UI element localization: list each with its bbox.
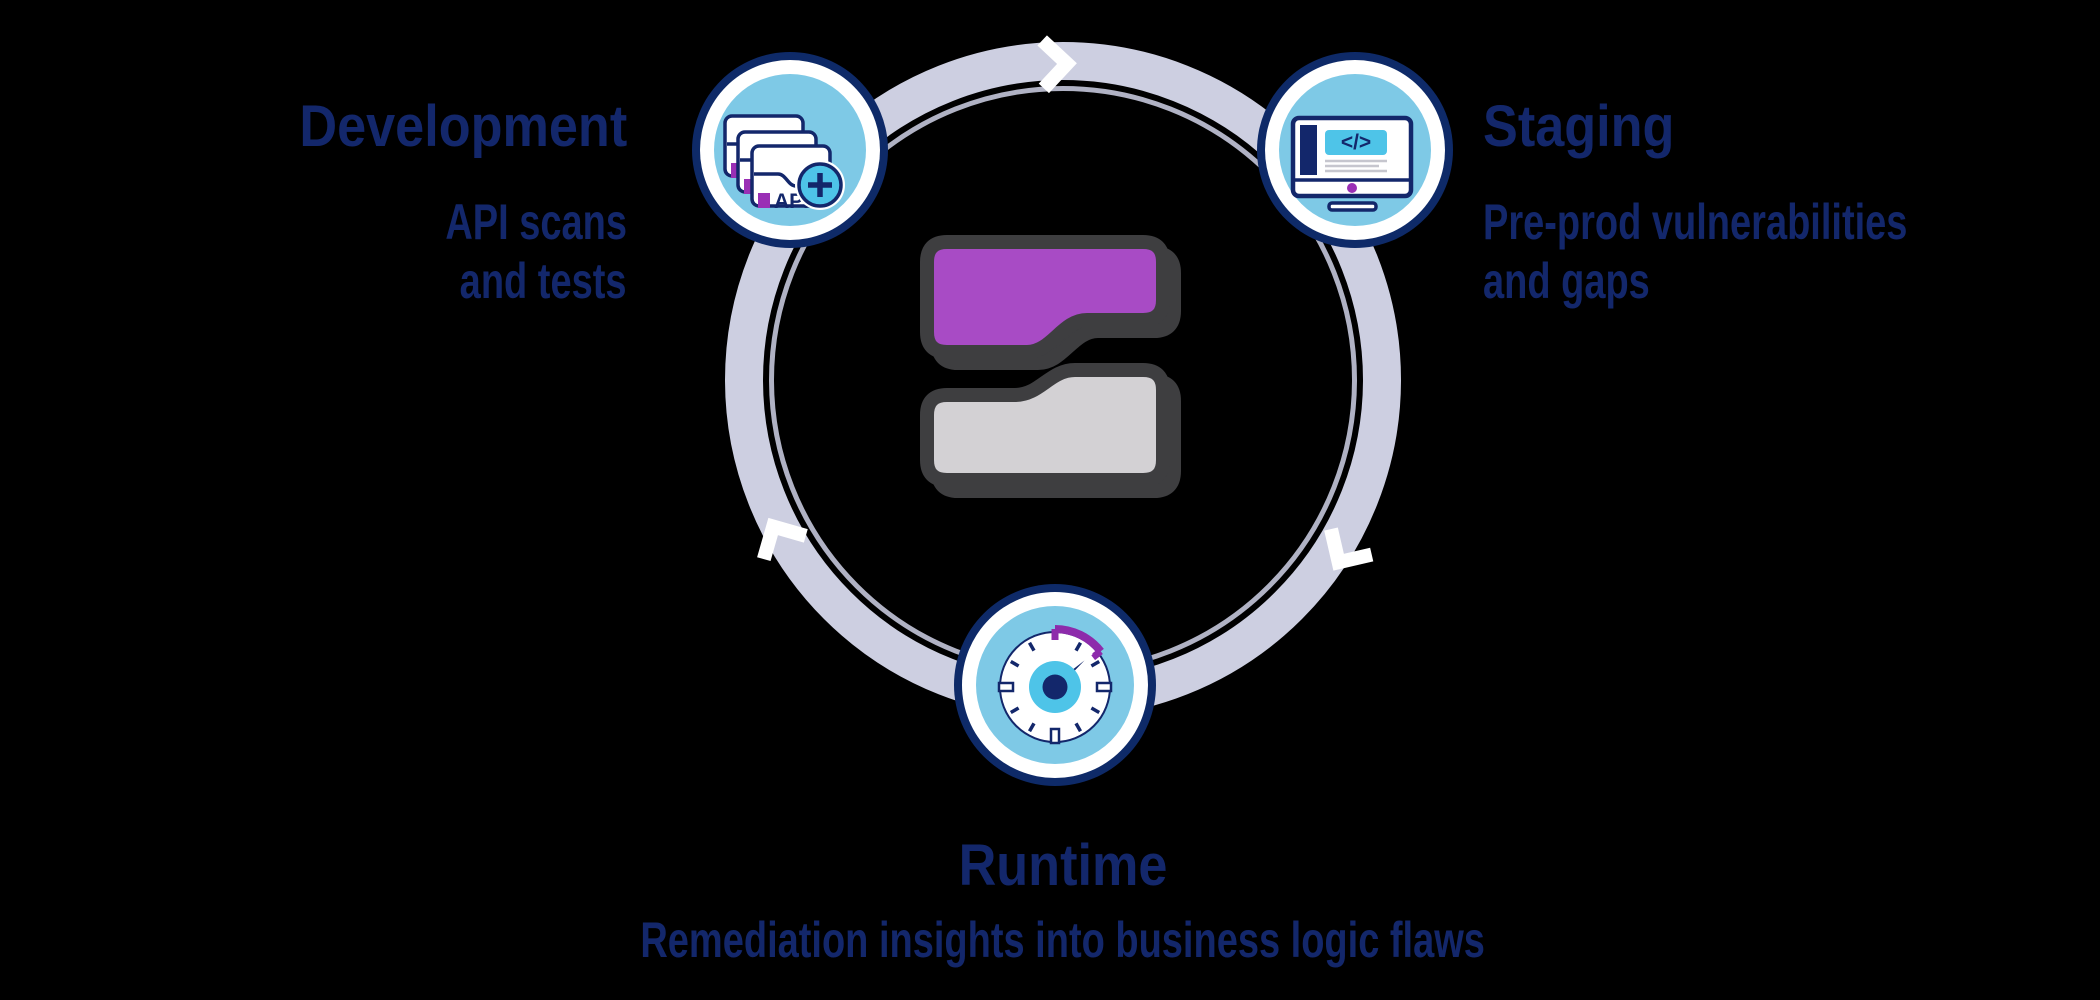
stage-title-text: Development [299,94,627,159]
stage-subtitle-line: API scans [445,194,627,250]
chevron-arrow-icon [1037,35,1077,94]
stage-development: Development API scans and tests [0,98,627,311]
gauge [997,625,1113,745]
code-monitor-icon: </> [1257,52,1453,248]
stage-title: Staging [1483,98,2100,156]
stage-subtitle-line: and gaps [1483,253,1650,309]
logo-top-shape [920,235,1170,359]
stage-subtitle-line: Remediation insights into business logic… [640,912,1486,968]
speedometer-icon [954,584,1156,786]
stage-subtitle-line: and tests [460,253,627,309]
stage-runtime: Runtime Remediation insights into busine… [63,837,2063,970]
stage-title: Runtime [63,837,2063,895]
stage-title-text: Runtime [958,833,1168,898]
stage-subtitle-line: Pre-prod vulnerabilities [1483,194,1908,250]
logo-bottom-shape [920,363,1170,487]
stage-staging: Staging Pre-prod vulnerabilities and gap… [1483,98,2100,311]
power-dot [1347,183,1357,193]
stage-title: Development [0,98,627,156]
stage-title-text: Staging [1483,94,1675,159]
chevron-arrow-icon [757,517,808,562]
monitor: </> [1290,115,1414,212]
chevron-arrow-icon [1324,527,1374,571]
monitor-stand [1327,201,1378,212]
api-documents-add-icon: API [692,52,888,248]
company-logo [920,235,1181,498]
add-badge-icon [795,160,845,210]
code-glyph: </> [1341,131,1371,154]
